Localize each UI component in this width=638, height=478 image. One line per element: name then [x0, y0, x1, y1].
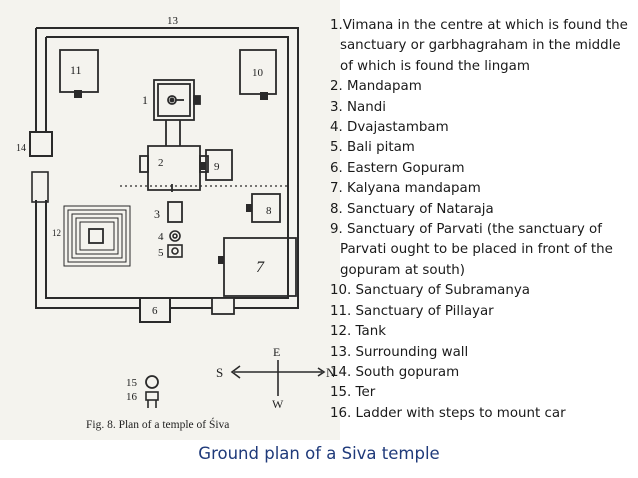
compass-south: S	[216, 365, 223, 380]
label-6: 6	[152, 305, 158, 317]
slide-title: Ground plan of a Siva temple	[198, 444, 440, 463]
label-11: 11	[70, 63, 82, 77]
sanctuary-subramanya	[239, 49, 277, 95]
bali-pitam	[167, 244, 183, 258]
label-10: 10	[252, 67, 264, 79]
nandi	[167, 201, 183, 223]
legend-item: 8. Sanctuary of Nataraja	[330, 201, 494, 217]
legend-item: 15. Ter	[330, 385, 376, 401]
compass-north: N	[326, 365, 336, 380]
legend-item: 9. Sanctuary of Parvati (the sanctuary o…	[330, 222, 613, 278]
surrounding-wall	[35, 27, 299, 309]
temple-plan-diagram: 13 11 10 1 2 9 8 3 4 5 12 7 6 14 15 16 S…	[0, 0, 340, 440]
legend-item: 6. Eastern Gopuram	[330, 160, 465, 176]
south-gopuram	[29, 131, 53, 157]
label-16: 16	[126, 391, 138, 403]
label-13: 13	[167, 15, 179, 27]
label-4: 4	[158, 231, 164, 243]
legend-item: 3. Nandi	[330, 99, 386, 115]
pillayar-door	[74, 90, 82, 98]
legend-item: 11. Sanctuary of Pillayar	[330, 303, 494, 319]
legend-item: 10. Sanctuary of Subramanya	[330, 283, 530, 299]
subramanya-door	[260, 92, 268, 100]
tank	[63, 205, 131, 267]
compass-east: E	[273, 345, 280, 359]
kalyana-mandapam	[223, 237, 297, 297]
legend-item: 1.Vimana in the centre at which is found…	[330, 18, 628, 74]
legend-item: 7. Kalyana mandapam	[330, 181, 481, 197]
label-3: 3	[154, 207, 160, 221]
label-12: 12	[52, 228, 61, 238]
legend-item: 5. Bali pitam	[330, 140, 415, 156]
label-14: 14	[16, 143, 26, 154]
legend-item: 12. Tank	[330, 324, 386, 340]
compass-west: W	[272, 397, 284, 411]
ter-car	[145, 375, 159, 389]
legend-item: 14. South gopuram	[330, 364, 460, 380]
east-gate-pier	[211, 297, 235, 315]
label-1: 1	[142, 93, 148, 107]
compass-rose	[230, 360, 326, 396]
parvati-door	[200, 162, 206, 170]
label-9: 9	[214, 161, 220, 173]
legend-item: 2. Mandapam	[330, 79, 422, 95]
kalyana-door	[218, 256, 224, 264]
nataraja-door	[246, 204, 252, 212]
legend-item: 4. Dvajastambam	[330, 120, 449, 136]
legend-item: 13. Surrounding wall	[330, 344, 469, 360]
eastern-gopuram	[139, 297, 171, 323]
dvajastambam	[169, 230, 181, 242]
label-5: 5	[158, 247, 164, 259]
vimana	[153, 79, 201, 146]
car-ladder	[145, 391, 159, 408]
label-7: 7	[256, 259, 265, 276]
label-15: 15	[126, 377, 138, 389]
legend-item: 16. Ladder with steps to mount car	[330, 405, 566, 421]
label-2: 2	[158, 157, 164, 169]
label-8: 8	[266, 205, 272, 217]
legend-list: 1.Vimana in the centre at which is found…	[330, 16, 635, 424]
south-gate-pier	[31, 171, 49, 203]
figure-caption: Fig. 8. Plan of a temple of Śiva	[86, 417, 229, 431]
plan-paper	[0, 0, 340, 440]
